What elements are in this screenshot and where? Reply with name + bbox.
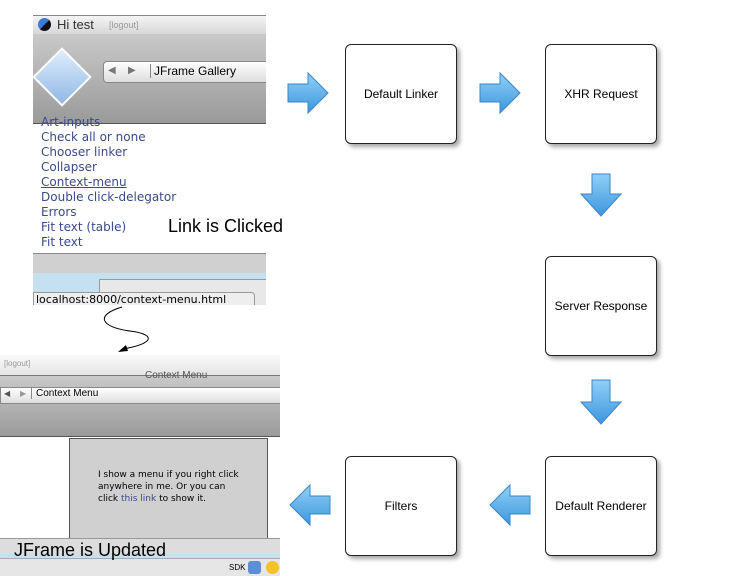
safari-icon[interactable] (248, 561, 261, 574)
node-xhr-request: XHR Request (545, 44, 657, 144)
node-default-renderer: Default Renderer (545, 456, 657, 556)
chat-icon[interactable] (266, 561, 279, 574)
arrow-right-2 (479, 71, 521, 115)
link-fit-text-table[interactable]: Fit text (table) (41, 220, 127, 234)
user-greeting: Hi test (57, 17, 94, 32)
app-logo-icon (38, 18, 51, 31)
arrow-left-1 (489, 483, 531, 527)
back-button[interactable]: ◀ (108, 65, 116, 76)
arrow-right-1 (287, 71, 329, 115)
link-errors[interactable]: Errors (41, 205, 77, 219)
node-filters: Filters (345, 456, 457, 556)
link-context-menu[interactable]: Context-menu (41, 175, 127, 189)
back-button[interactable]: ◀ (4, 389, 11, 398)
gallery-screenshot: Hi test [logout] ◀ ▶ JFrame Gallery Art-… (33, 15, 266, 305)
window-title-faded: Context Menu (145, 370, 208, 381)
link-art-inputs[interactable]: Art-inputs (41, 115, 101, 129)
link-collapser[interactable]: Collapser (41, 160, 97, 174)
logout-link[interactable]: [logout] (4, 359, 31, 368)
link-fit-text[interactable]: Fit text (41, 235, 83, 249)
link-chooser-linker[interactable]: Chooser linker (41, 145, 128, 159)
arrow-down-2 (579, 379, 623, 425)
context-menu-area[interactable]: I show a menu if you right click anywher… (69, 438, 268, 540)
curved-arrow (103, 306, 149, 352)
content-text-end: to show it. (159, 494, 206, 504)
arrow-left-2 (289, 483, 331, 527)
link-double-click[interactable]: Double click-delegator (41, 190, 177, 204)
this-link[interactable]: this link (120, 494, 157, 504)
context-menu-screenshot: [logout] Context Menu ◀ ▶ Context Menu I… (0, 355, 280, 576)
forward-button[interactable]: ▶ (20, 389, 27, 398)
window-title: JFrame Gallery (150, 64, 236, 78)
link-check-all[interactable]: Check all or none (41, 130, 146, 144)
forward-button[interactable]: ▶ (128, 65, 136, 76)
node-default-linker: Default Linker (345, 44, 457, 144)
logout-link[interactable]: [logout] (109, 20, 139, 30)
content-text: I show a menu if you right click anywher… (98, 470, 239, 504)
sdk-label: SDK (229, 563, 246, 572)
window-title: Context Menu (31, 388, 98, 399)
node-server-response: Server Response (545, 256, 657, 356)
caption-jframe-updated: JFrame is Updated (14, 540, 167, 560)
status-url: localhost:8000/context-menu.html (33, 292, 255, 305)
arrow-down-1 (579, 173, 623, 217)
caption-link-clicked: Link is Clicked (168, 216, 284, 236)
